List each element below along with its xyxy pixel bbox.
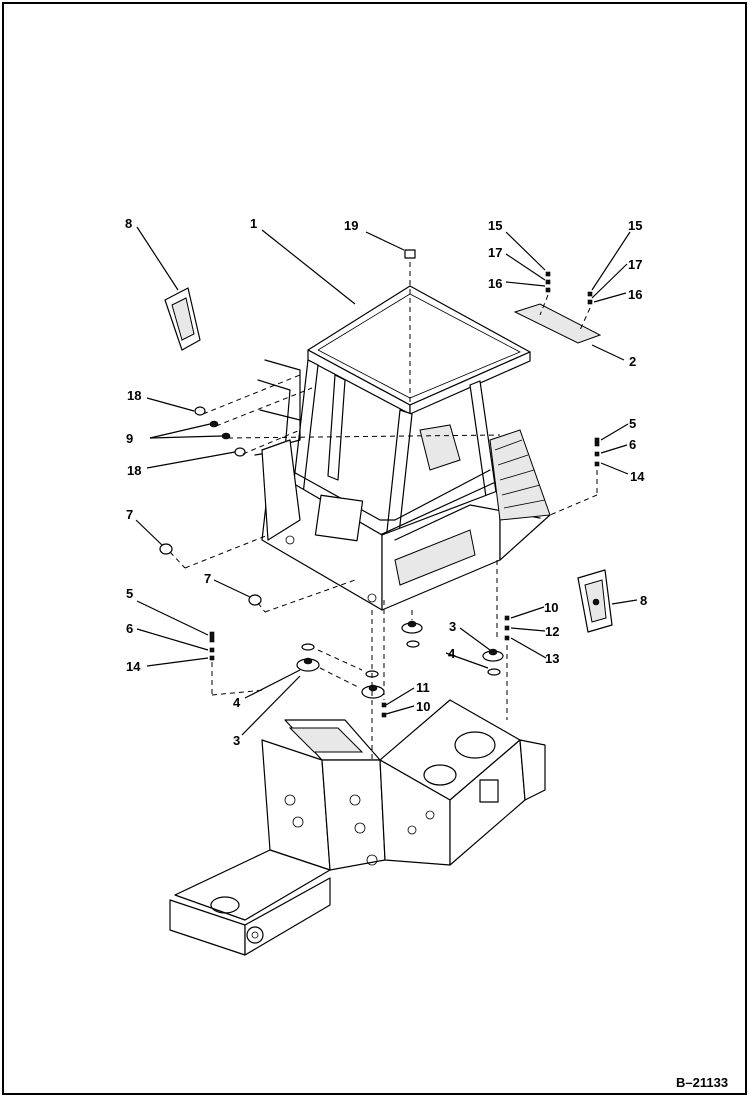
callout-16: 16 bbox=[628, 287, 642, 302]
small-parts bbox=[159, 249, 613, 718]
callout-7: 7 bbox=[204, 571, 211, 586]
main-frame bbox=[169, 699, 546, 956]
callout-19: 19 bbox=[344, 218, 358, 233]
callout-4: 4 bbox=[233, 695, 241, 710]
callout-12: 12 bbox=[545, 624, 559, 639]
callout-16: 16 bbox=[488, 276, 502, 291]
callout-7: 7 bbox=[126, 507, 133, 522]
callout-3: 3 bbox=[449, 619, 456, 634]
callout-4: 4 bbox=[448, 646, 456, 661]
callout-11: 11 bbox=[416, 680, 430, 695]
callout-18: 18 bbox=[127, 388, 141, 403]
callout-14: 14 bbox=[630, 469, 645, 484]
callout-3: 3 bbox=[233, 733, 240, 748]
callout-8: 8 bbox=[640, 593, 647, 608]
callouts: 8 1 19 15 17 16 15 17 16 2 18 9 18 5 6 1… bbox=[125, 216, 647, 748]
callout-10: 10 bbox=[544, 600, 558, 615]
callout-9: 9 bbox=[126, 431, 133, 446]
callout-17: 17 bbox=[488, 245, 502, 260]
callout-6: 6 bbox=[629, 437, 636, 452]
callout-5: 5 bbox=[126, 586, 133, 601]
callout-15: 15 bbox=[488, 218, 502, 233]
callout-1: 1 bbox=[250, 216, 257, 231]
callout-13: 13 bbox=[545, 651, 559, 666]
callout-14: 14 bbox=[126, 659, 141, 674]
callout-18: 18 bbox=[127, 463, 141, 478]
cab-assembly bbox=[254, 285, 551, 611]
part-19 bbox=[404, 249, 416, 259]
callout-6: 6 bbox=[126, 621, 133, 636]
callout-15: 15 bbox=[628, 218, 642, 233]
callout-17: 17 bbox=[628, 257, 642, 272]
callout-5: 5 bbox=[629, 416, 636, 431]
assembly-lines bbox=[169, 262, 598, 760]
figure-reference: B–21133 bbox=[676, 1075, 728, 1090]
callout-10: 10 bbox=[416, 699, 430, 714]
leader-lines bbox=[135, 226, 638, 736]
callout-2: 2 bbox=[629, 354, 636, 369]
cover-plate bbox=[513, 303, 602, 344]
callout-8: 8 bbox=[125, 216, 132, 231]
